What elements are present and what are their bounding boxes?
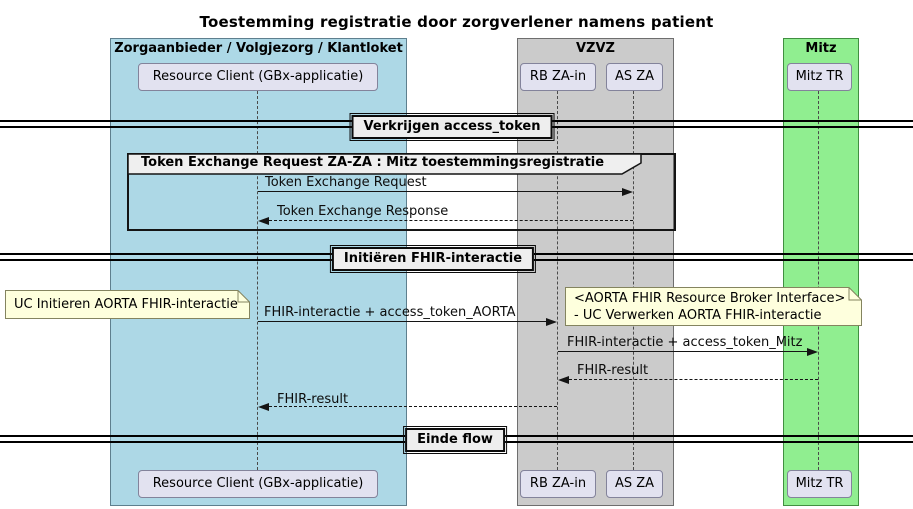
arrowhead-icon — [558, 376, 569, 384]
group-token-exchange-label: Token Exchange Request ZA-ZA : Mitz toes… — [141, 155, 605, 170]
message-fhir-result-rc-label: FHIR-result — [277, 392, 349, 407]
message-fhir-interactie-mitz-line — [558, 351, 808, 352]
arrowhead-icon — [622, 188, 633, 196]
lifeline-mitz-tr — [818, 91, 819, 470]
participant-mitz-tr-bottom: Mitz TR — [787, 470, 852, 498]
lifeline-as-za — [633, 91, 634, 470]
message-fhir-result-rc-line — [269, 406, 557, 407]
arrowhead-icon — [546, 318, 557, 326]
lifeline-rb-za-in — [557, 91, 558, 470]
participant-resource-client-bottom: Resource Client (GBx-applicatie) — [138, 470, 378, 498]
swimlane-zorgaanbieder-label: Zorgaanbieder / Volgjezorg / Klantloket — [114, 41, 403, 56]
message-token-exchange-response-line — [269, 220, 633, 221]
message-fhir-interactie-aorta-label: FHIR-interactie + access_token_AORTA — [264, 305, 516, 320]
participant-rb-za-in-bottom: RB ZA-in — [520, 470, 596, 498]
diagram-title: Toestemming registratie door zorgverlene… — [199, 13, 714, 31]
divider-einde-flow: Einde flow — [403, 426, 507, 454]
participant-resource-client-top: Resource Client (GBx-applicatie) — [138, 63, 378, 91]
note-shape — [5, 290, 250, 319]
note-broker-line1: <AORTA FHIR Resource Broker Interface> — [574, 291, 846, 306]
arrowhead-icon — [258, 217, 269, 225]
participant-as-za-bottom: AS ZA — [606, 470, 663, 498]
message-fhir-result-mitz-line — [569, 379, 818, 380]
note-shape — [565, 287, 862, 326]
message-fhir-interactie-aorta-line — [258, 321, 547, 322]
message-token-exchange-response-label: Token Exchange Response — [277, 204, 449, 219]
note-fold-icon — [848, 287, 862, 301]
note-aorta-broker-interface: <AORTA FHIR Resource Broker Interface> -… — [565, 287, 862, 326]
message-token-exchange-request-line — [258, 191, 623, 192]
divider-initieren-fhir-interactie: Initiëren FHIR-interactie — [329, 245, 537, 273]
participant-rb-za-in-top: RB ZA-in — [520, 63, 596, 91]
participant-as-za-top: AS ZA — [606, 63, 663, 91]
swimlane-vzvz-label: VZVZ — [576, 41, 615, 56]
arrowhead-icon — [807, 348, 818, 356]
arrowhead-icon — [258, 403, 269, 411]
group-token-exchange-header-shape — [127, 153, 642, 175]
participant-mitz-tr-top: Mitz TR — [787, 63, 852, 91]
note-broker-line2: - UC Verwerken AORTA FHIR-interactie — [574, 308, 822, 323]
swimlane-mitz-label: Mitz — [805, 41, 837, 56]
lifeline-resource-client — [257, 91, 258, 470]
note-uc-initieren-text: UC Initieren AORTA FHIR-interactie — [14, 297, 238, 312]
swimlane-mitz: Mitz — [783, 38, 859, 506]
note-uc-initieren-aorta: UC Initieren AORTA FHIR-interactie — [5, 290, 250, 319]
divider-verkrijgen-access-token: Verkrijgen access_token — [349, 113, 555, 141]
message-fhir-result-mitz-label: FHIR-result — [577, 363, 649, 378]
message-token-exchange-request-label: Token Exchange Request — [265, 175, 427, 190]
message-fhir-interactie-mitz-label: FHIR-interactie + access_token_Mitz — [567, 335, 803, 350]
note-fold-icon — [237, 290, 250, 303]
